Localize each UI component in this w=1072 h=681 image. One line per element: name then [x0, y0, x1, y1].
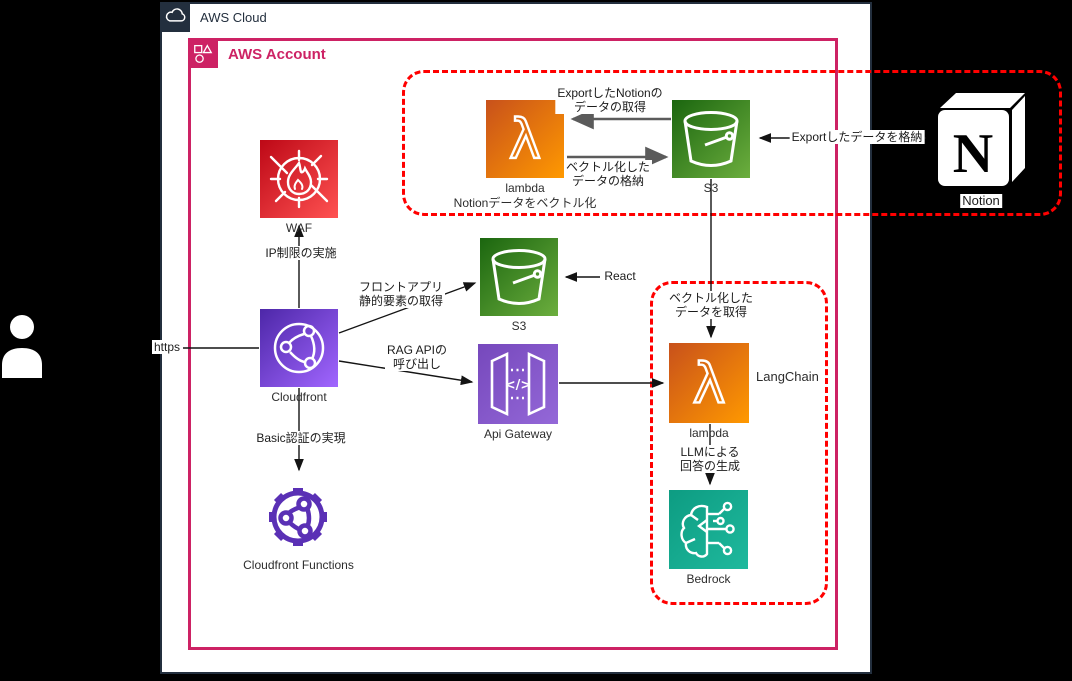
s3-bucket-icon	[480, 238, 558, 316]
aws-account-label: AWS Account	[228, 46, 326, 63]
node-bedrock: Bedrock	[669, 490, 748, 586]
node-sublabel: Notionデータをベクトル化	[453, 196, 597, 210]
edge-label-vector-store: ベクトル化したデータの格納	[563, 160, 653, 188]
api-gateway-icon: </>	[478, 344, 558, 424]
rag-dashed-group	[650, 281, 828, 605]
edge-label-react: React	[602, 269, 638, 283]
node-notion: N	[928, 86, 1028, 190]
lambda-icon: λ	[486, 100, 564, 178]
langchain-label: LangChain	[756, 369, 819, 384]
node-label: lambda	[505, 181, 545, 195]
edge-label-https: https	[151, 340, 183, 354]
notion-export-dashed-group	[402, 70, 1062, 216]
waf-icon	[260, 140, 338, 218]
node-label: S3	[511, 319, 527, 333]
node-s3-frontend: S3	[480, 238, 558, 333]
node-label: Cloudfront	[271, 390, 327, 404]
node-label: Api Gateway	[483, 427, 553, 441]
s3-bucket-icon	[672, 100, 750, 178]
svg-text:λ: λ	[509, 108, 541, 171]
node-label: Cloudfront Functions	[243, 558, 354, 572]
svg-text:λ: λ	[693, 352, 726, 416]
cloudfront-icon	[260, 309, 338, 387]
cloudfront-functions-icon	[259, 476, 338, 555]
node-label: WAF	[285, 221, 313, 235]
node-lambda-vectorize: λ lambda Notionデータをベクトル化	[454, 100, 596, 210]
edge-label-vector-fetch: ベクトル化したデータを取得	[666, 291, 756, 319]
notion-label: Notion	[960, 193, 1002, 208]
edge-label-notion-export: Exportしたデータを格納	[789, 130, 925, 144]
svg-text:</>: </>	[505, 378, 532, 393]
aws-cloud-icon	[160, 2, 190, 32]
node-label: S3	[703, 181, 719, 195]
node-label: Bedrock	[686, 572, 731, 586]
edge-label-basic-auth: Basic認証の実現	[254, 431, 348, 445]
aws-cloud-label: AWS Cloud	[200, 10, 267, 25]
account-icon	[194, 44, 213, 63]
edge-label-rag-api: RAG APIの呼び出し	[384, 343, 450, 371]
notion-letter: N	[953, 123, 993, 185]
node-cloudfront-functions: Cloudfront Functions	[243, 476, 354, 572]
node-label: lambda	[689, 426, 729, 440]
aws-account-icon	[188, 38, 218, 68]
person-icon	[2, 315, 42, 378]
edge-label-front-assets: フロントアプリ静的要素の取得	[356, 280, 446, 308]
aws-account-box	[188, 38, 838, 650]
node-waf: WAF	[260, 140, 338, 235]
node-cloudfront: Cloudfront	[260, 309, 338, 404]
notion-logo-icon: N	[928, 86, 1028, 190]
bedrock-icon	[669, 490, 748, 569]
edge-label-ip-restrict: IP制限の実施	[263, 246, 339, 260]
lambda-icon: λ	[669, 343, 749, 423]
node-s3-export: S3	[672, 100, 750, 195]
node-lambda-langchain: λ lambda	[669, 343, 749, 440]
edge-label-export-fetch: ExportしたNotionのデータの取得	[555, 86, 665, 114]
cloud-icon	[165, 8, 186, 22]
node-api-gateway: </> Api Gateway	[478, 344, 558, 441]
edge-label-llm-answer: LLMによる回答の生成	[677, 445, 743, 473]
